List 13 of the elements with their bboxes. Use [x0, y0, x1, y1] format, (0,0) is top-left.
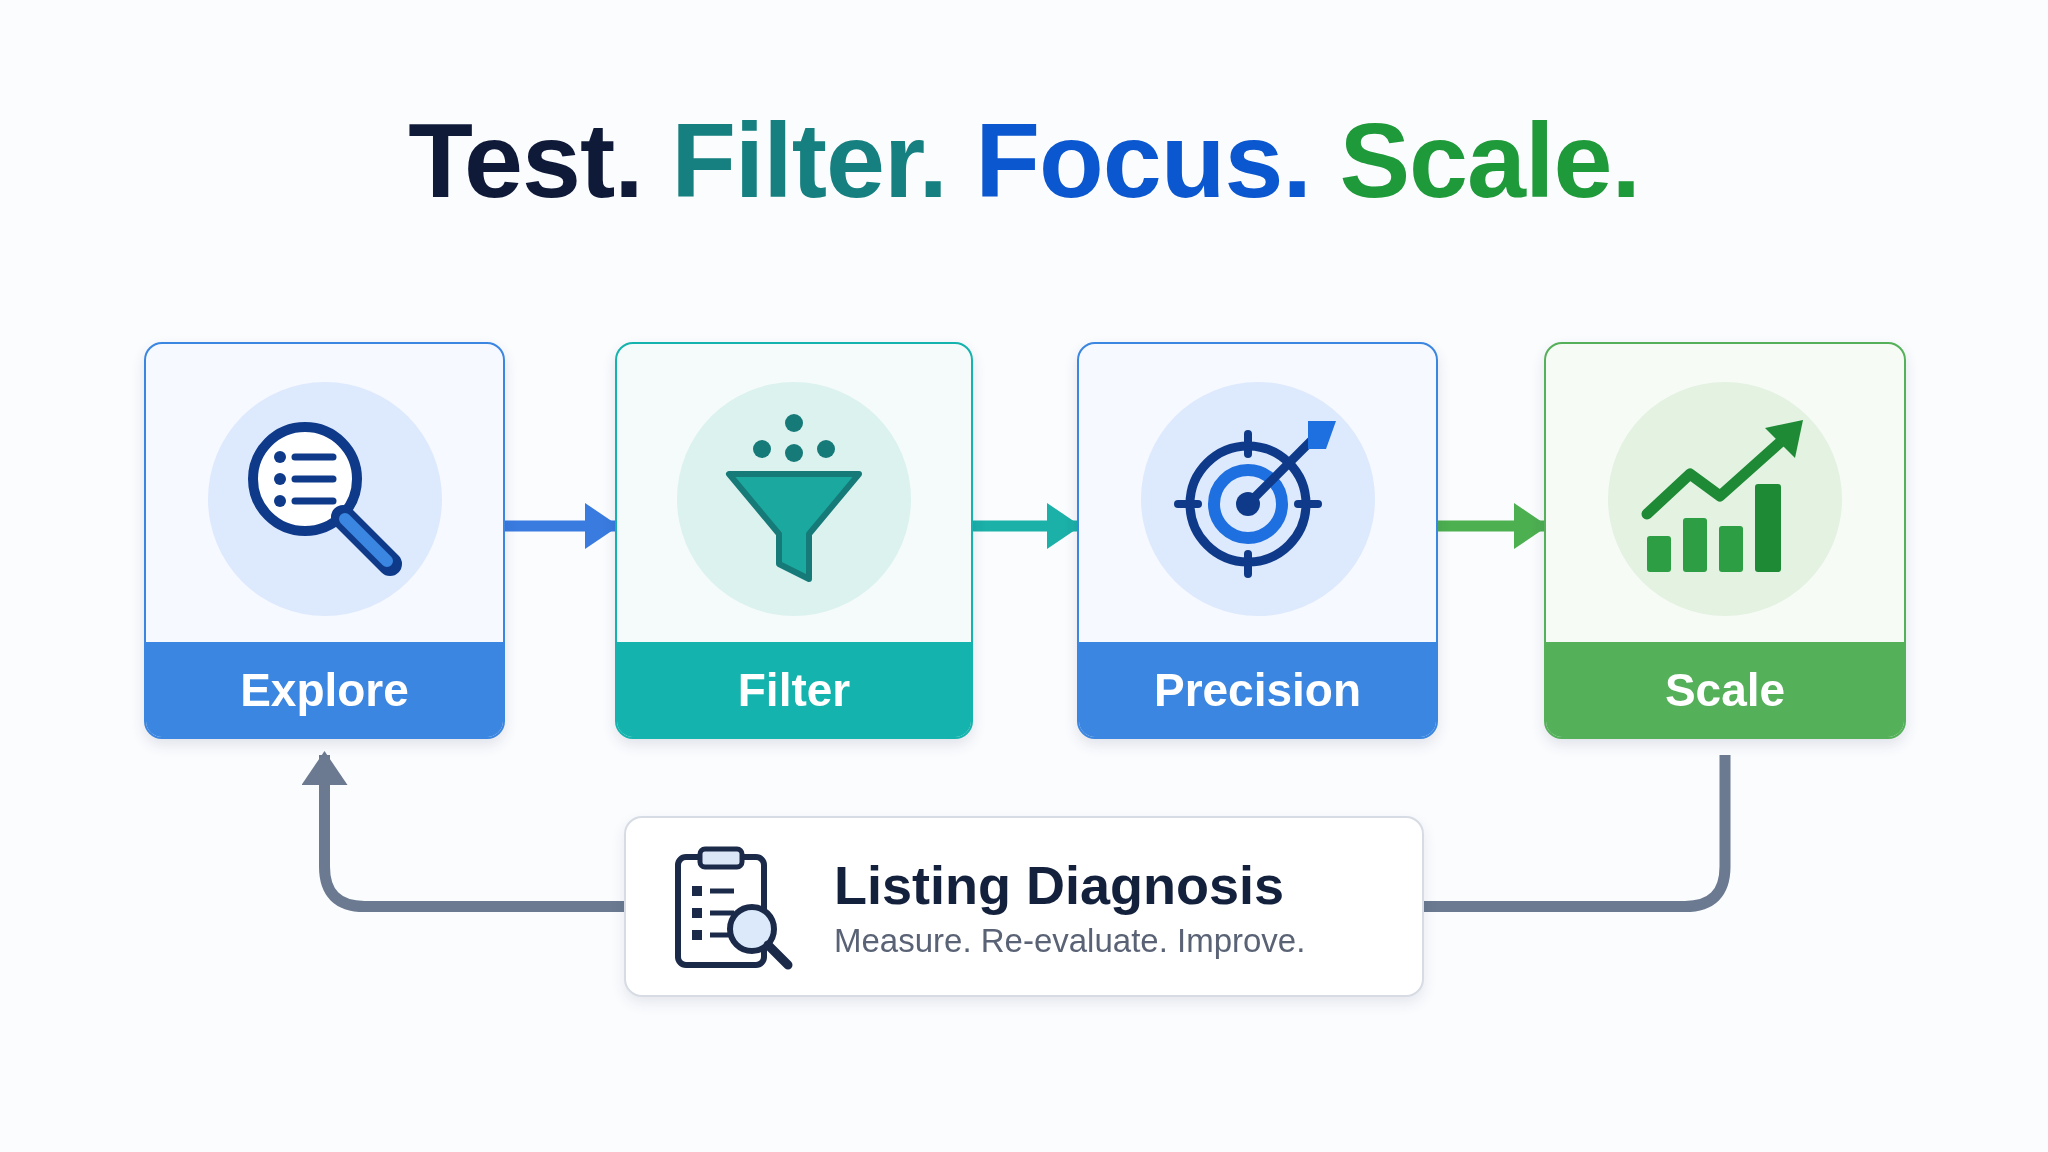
- step-card: [144, 342, 505, 739]
- arrow: [301, 751, 624, 912]
- diagnosis-panel: [624, 816, 1424, 997]
- panel-title: Listing Diagnosis: [834, 853, 1286, 916]
- step-label: Explore: [240, 662, 409, 717]
- step-card: [615, 342, 973, 739]
- panel-subtitle: Measure. Re-evaluate. Improve.: [834, 921, 1306, 960]
- step-card: [1077, 342, 1438, 739]
- step-label: Scale: [1664, 662, 1786, 717]
- step-card: [1544, 342, 1906, 739]
- step-label: Precision: [1153, 662, 1362, 717]
- title: Test. Filter. Focus. Scale.: [408, 100, 1640, 221]
- step-label: Filter: [737, 662, 851, 717]
